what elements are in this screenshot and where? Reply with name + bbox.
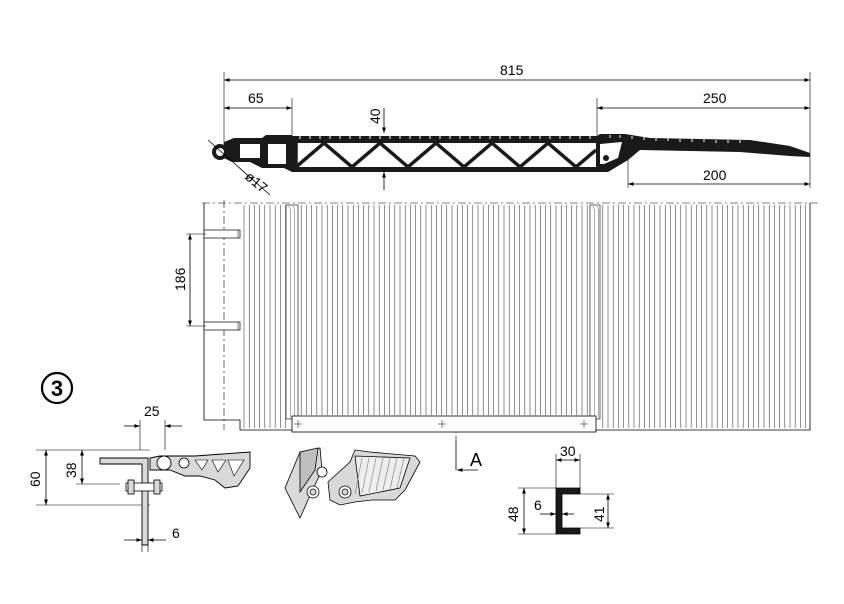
hinge-lugs xyxy=(203,229,241,331)
bracket-width-label: 25 xyxy=(144,403,160,419)
detail-marker: 3 xyxy=(40,371,74,405)
strip-screws xyxy=(294,420,588,428)
dim-overall-label: 815 xyxy=(500,62,524,78)
bracket-thickness-label: 6 xyxy=(172,525,180,541)
channel-inner-label: 41 xyxy=(591,506,607,522)
dim-left-offset-label: 65 xyxy=(248,90,264,106)
profile-ribs xyxy=(299,135,741,143)
diameter-leader xyxy=(207,139,271,196)
dim-thickness-label: 40 xyxy=(367,108,383,124)
channel-width-label: 30 xyxy=(560,443,576,459)
bracket-height-label: 60 xyxy=(27,471,43,487)
plan-ribs xyxy=(243,205,806,428)
channel-height-label: 48 xyxy=(505,506,521,522)
weld-zones xyxy=(288,205,599,418)
dim-right-top-label: 250 xyxy=(703,90,727,106)
weld-line xyxy=(292,205,295,418)
hinge-pitch-label: 186 xyxy=(172,267,188,291)
angle-bracket xyxy=(99,457,149,546)
channel-detail: 30 48 6 41 xyxy=(505,443,614,535)
dim-right-bottom-label: 200 xyxy=(703,167,727,183)
weld-line xyxy=(596,205,599,418)
detail-number-label: 3 xyxy=(51,376,63,401)
bracket-inner-label: 38 xyxy=(63,462,79,478)
isometric-hinge xyxy=(284,447,421,519)
section-mark-label: A xyxy=(470,450,482,470)
weld-line xyxy=(288,205,291,418)
channel-profile xyxy=(555,487,581,535)
plan-view: 186 A xyxy=(172,200,820,472)
truss-webs xyxy=(294,140,598,170)
weld-line xyxy=(592,205,595,418)
profile-section: 815 65 250 200 40 xyxy=(207,62,811,196)
channel-wall-label: 6 xyxy=(534,497,542,513)
bracket-detail: 25 60 38 6 xyxy=(27,403,251,552)
bolt xyxy=(125,482,163,492)
